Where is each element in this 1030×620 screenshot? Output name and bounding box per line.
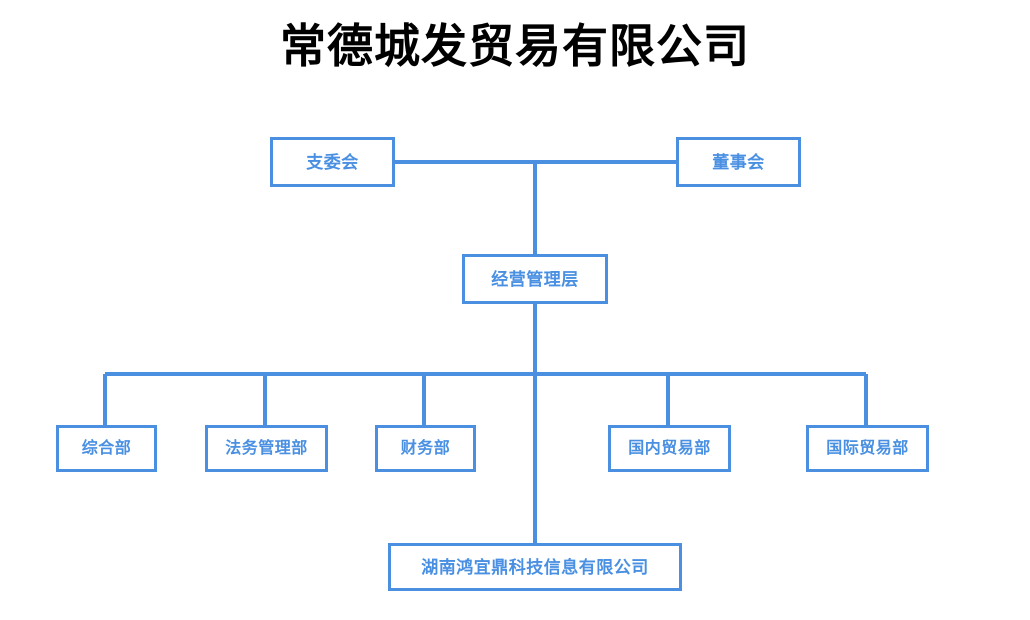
node-label: 国内贸易部 <box>628 439 711 457</box>
node-management-layer[interactable]: 经营管理层 <box>462 254 608 304</box>
node-label: 经营管理层 <box>491 269 579 289</box>
node-label: 法务管理部 <box>225 439 308 457</box>
node-label: 湖南鸿宜鼎科技信息有限公司 <box>421 557 649 577</box>
node-international-trade-dept[interactable]: 国际贸易部 <box>806 425 929 472</box>
node-label: 国际贸易部 <box>826 439 909 457</box>
node-general-affairs-dept[interactable]: 综合部 <box>56 425 157 472</box>
node-legal-management-dept[interactable]: 法务管理部 <box>205 425 328 472</box>
node-finance-dept[interactable]: 财务部 <box>375 425 476 472</box>
node-subsidiary-company[interactable]: 湖南鸿宜鼎科技信息有限公司 <box>388 543 682 591</box>
page-title: 常德城发贸易有限公司 <box>280 21 750 72</box>
node-label: 董事会 <box>712 152 765 172</box>
node-board-of-directors[interactable]: 董事会 <box>676 137 801 187</box>
node-label: 财务部 <box>400 439 451 457</box>
node-label: 综合部 <box>81 439 132 457</box>
node-party-committee[interactable]: 支委会 <box>270 137 395 187</box>
node-label: 支委会 <box>306 152 359 172</box>
node-domestic-trade-dept[interactable]: 国内贸易部 <box>608 425 731 472</box>
